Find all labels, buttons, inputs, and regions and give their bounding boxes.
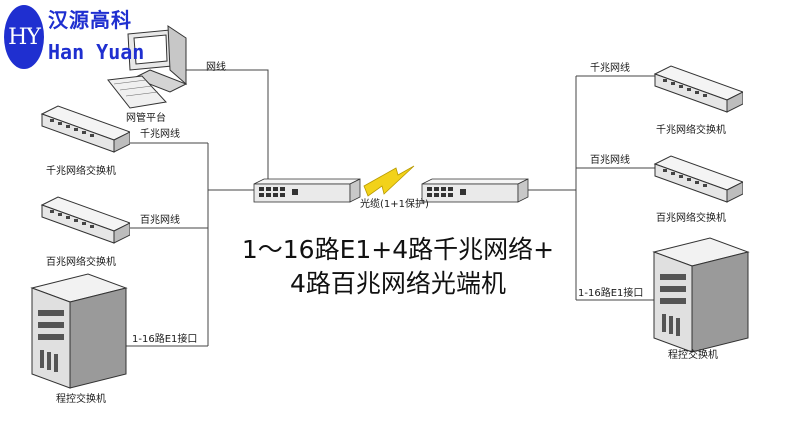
- right-fast-link-label: 百兆网线: [590, 155, 630, 166]
- company-name-cn: 汉源高科: [48, 8, 132, 32]
- nms-label: 网管平台: [126, 113, 166, 124]
- computer-icon: [107, 25, 188, 109]
- title-line-1: 1～16路E1+4路千兆网络+: [241, 235, 555, 264]
- pbx-cabinet-icon: [31, 273, 127, 389]
- network-switch-icon: [41, 196, 130, 244]
- title-line-2: 4路百兆网络光端机: [290, 269, 506, 298]
- left-gigabit-switch-label: 千兆网络交换机: [46, 166, 116, 177]
- right-pbx-label: 程控交换机: [668, 350, 718, 361]
- diagram-title: 1～16路E1+4路千兆网络+ 4路百兆网络光端机: [228, 233, 568, 301]
- pbx-cabinet-icon: [653, 237, 749, 353]
- optical-terminal-icon: [421, 178, 529, 203]
- company-name-en: Han Yuan: [48, 40, 145, 64]
- network-switch-icon: [41, 105, 130, 153]
- lightning-bolt-icon: [363, 165, 415, 197]
- right-gigabit-switch-label: 千兆网络交换机: [656, 125, 726, 136]
- right-e1-link-label: 1-16路E1接口: [578, 288, 644, 299]
- nms-link-label: 网线: [206, 62, 226, 73]
- left-pbx-label: 程控交换机: [56, 394, 106, 405]
- left-e1-link-label: 1-16路E1接口: [132, 334, 198, 345]
- right-gigabit-link-label: 千兆网线: [590, 63, 630, 74]
- network-switch-icon: [654, 65, 743, 113]
- left-fast-switch-label: 百兆网络交换机: [46, 257, 116, 268]
- network-switch-icon: [654, 155, 743, 203]
- optical-terminal-icon: [253, 178, 361, 203]
- logo-mark: HY: [4, 5, 44, 69]
- left-gigabit-link-label: 千兆网线: [140, 129, 180, 140]
- right-fast-switch-label: 百兆网络交换机: [656, 213, 726, 224]
- left-fast-link-label: 百兆网线: [140, 215, 180, 226]
- fiber-label: 光缆(1+1保护): [360, 199, 429, 210]
